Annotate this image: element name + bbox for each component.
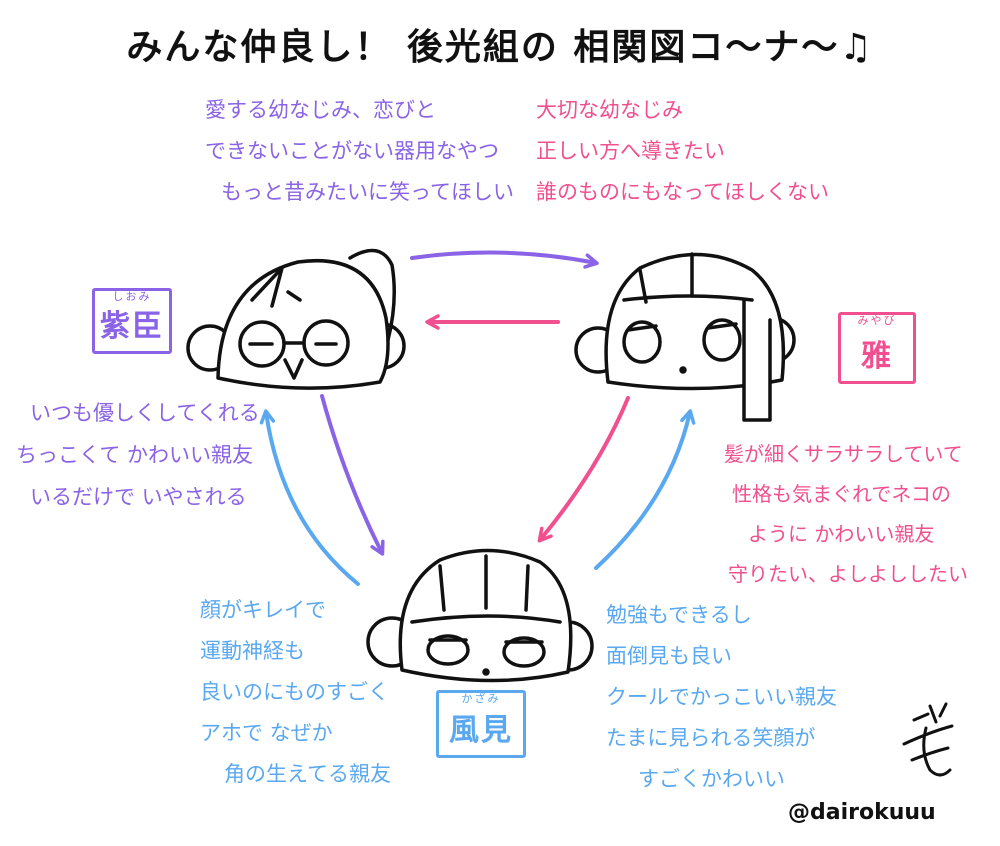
relation-line: いるだけで いやされる xyxy=(30,485,247,509)
arrow-shiomi-to-miyabi xyxy=(410,250,599,269)
arrow-shiomi-to-kazami xyxy=(320,394,385,556)
artist-signature xyxy=(902,702,954,777)
shiomi-face xyxy=(186,248,406,390)
relation-kazami-to-shiomi: いつも優しくしてくれる ちっこくて かわいい親友 いるだけで いやされる xyxy=(16,392,260,518)
ruby-kazami: かざみ xyxy=(461,692,501,705)
arrow-kazami-to-miyabi xyxy=(594,409,696,570)
relation-line: いつも優しくしてくれる xyxy=(30,401,260,425)
relation-line: 愛する幼なじみ、恋びと xyxy=(205,98,436,122)
relation-line: 誰のものにもなってほしくない xyxy=(536,180,829,204)
relation-line: ちっこくて かわいい親友 xyxy=(16,443,254,467)
relation-line: クールでかっこいい親友 xyxy=(606,685,837,709)
relation-line: 良いのにものすごく xyxy=(200,680,389,704)
relation-shiomi-to-kazami: 顔がキレイで 運動神経も 良いのにものすごく アホで なぜか 角の生えてる親友 xyxy=(200,590,391,795)
relation-line: ように かわいい親友 xyxy=(748,522,935,546)
miyabi-face xyxy=(574,252,796,422)
relation-line: 運動神経も xyxy=(200,639,305,663)
relation-line: 勉強もできるし xyxy=(606,603,752,627)
relation-line: 顔がキレイで xyxy=(200,598,326,622)
name-box-kazami: かざみ 風見 xyxy=(436,690,526,758)
name-miyabi: 雅 xyxy=(861,339,893,374)
arrow-miyabi-to-kazami xyxy=(537,396,630,543)
ruby-shiomi: しおみ xyxy=(112,290,152,303)
page-title: みんな仲良し！ 後光組の 相関図コ～ナ～♫ xyxy=(126,27,874,68)
name-box-miyabi: みやび 雅 xyxy=(838,312,916,384)
kazami-face xyxy=(366,548,594,683)
name-box-shiomi: しおみ 紫臣 xyxy=(92,288,172,354)
relation-miyabi-to-shiomi: 大切な幼なじみ 正しい方へ導きたい 誰のものにもなってほしくない xyxy=(536,90,829,213)
relation-line: たまに見られる笑顔が xyxy=(606,726,816,750)
relation-shiomi-to-miyabi: 愛する幼なじみ、恋びと できないことがない器用なやつ もっと昔みたいに笑ってほし… xyxy=(205,90,514,213)
ruby-miyabi: みやび xyxy=(857,314,897,327)
relation-line: 髪が細くサラサラしていて xyxy=(724,442,963,466)
relation-line: 面倒見も良い xyxy=(606,644,732,668)
relation-line: もっと昔みたいに笑ってほしい xyxy=(221,180,514,204)
relation-line: 性格も気まぐれでネコの xyxy=(732,482,951,506)
relation-line: すごくかわいい xyxy=(638,767,785,791)
name-kazami: 風見 xyxy=(449,713,513,748)
relation-line: アホで なぜか xyxy=(200,721,333,745)
name-shiomi: 紫臣 xyxy=(100,309,164,344)
arrow-kazami-to-shiomi xyxy=(259,409,360,586)
artist-credit: @dairokuuu xyxy=(788,800,936,825)
relation-line: 大切な幼なじみ xyxy=(536,98,683,122)
relation-kazami-to-miyabi: 髪が細くサラサラしていて 性格も気まぐれでネコの ように かわいい親友 守りたい… xyxy=(724,434,968,594)
relation-line: 守りたい、よしよししたい xyxy=(728,562,968,586)
relation-line: できないことがない器用なやつ xyxy=(205,139,499,163)
relation-miyabi-to-kazami: 勉強もできるし 面倒見も良い クールでかっこいい親友 たまに見られる笑顔が すご… xyxy=(606,595,837,800)
relation-line: 正しい方へ導きたい xyxy=(536,139,725,163)
relation-line: 角の生えてる親友 xyxy=(224,762,391,786)
